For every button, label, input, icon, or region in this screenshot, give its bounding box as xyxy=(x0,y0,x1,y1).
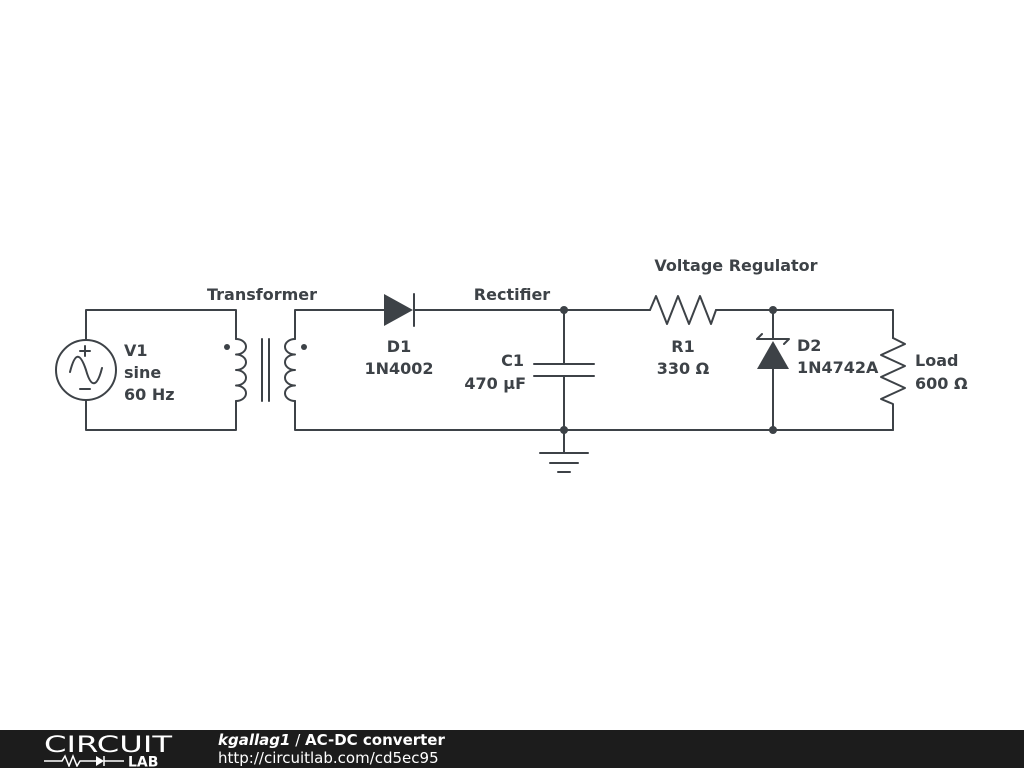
d2-part: 1N4742A xyxy=(797,358,879,377)
r1-name: R1 xyxy=(671,337,694,356)
v1-source[interactable] xyxy=(55,339,117,401)
primary-coil xyxy=(235,338,247,402)
logo-diode-triangle xyxy=(96,756,104,766)
d1-diode[interactable] xyxy=(384,293,415,327)
c1-value: 470 µF xyxy=(464,374,526,393)
v1-frequency: 60 Hz xyxy=(124,385,175,404)
circuit-title[interactable]: AC-DC converter xyxy=(305,731,445,749)
d2-name: D2 xyxy=(797,336,821,355)
wire-bottom-rail xyxy=(294,400,894,431)
d1-part: 1N4002 xyxy=(364,359,433,378)
load-name: Load xyxy=(915,351,958,370)
transformer[interactable] xyxy=(224,338,307,402)
primary-polarity-dot xyxy=(224,344,230,350)
d1-name: D1 xyxy=(387,337,411,356)
load-value: 600 Ω xyxy=(915,374,968,393)
author-link[interactable]: kgallag1 xyxy=(218,731,291,749)
c1-name: C1 xyxy=(501,351,524,370)
plus-icon xyxy=(79,345,91,357)
footer-title-line: kgallag1 / AC-DC converter xyxy=(218,731,445,749)
junction-dot xyxy=(560,306,568,314)
r1-resistor[interactable] xyxy=(649,295,717,325)
v1-type: sine xyxy=(124,363,161,382)
rectifier-label: Rectifier xyxy=(474,285,551,304)
load-resistor[interactable] xyxy=(880,337,906,431)
d2-zener-diode[interactable] xyxy=(756,309,790,431)
r1-value: 330 Ω xyxy=(657,359,710,378)
logo-text-top: CIRCUIT xyxy=(44,733,173,758)
ground-icon xyxy=(539,429,589,473)
resistor-diode-icon xyxy=(44,753,124,767)
secondary-coil xyxy=(284,338,296,402)
v1-name: V1 xyxy=(124,341,148,360)
transformer-label: Transformer xyxy=(207,285,317,304)
circuitlab-logo[interactable]: CIRCUIT LAB xyxy=(44,731,174,767)
logo-text-bottom: LAB xyxy=(128,755,158,768)
footer-bar: CIRCUIT LAB kgallag1 / AC-DC converter h… xyxy=(0,730,1024,768)
secondary-polarity-dot xyxy=(301,344,307,350)
voltage-regulator-label: Voltage Regulator xyxy=(654,256,817,275)
junction-dot xyxy=(769,306,777,314)
wire-source-loop xyxy=(85,309,237,431)
c1-capacitor[interactable] xyxy=(533,309,595,431)
junction-dot xyxy=(769,426,777,434)
circuit-url-link[interactable]: http://circuitlab.com/cd5ec95 xyxy=(218,749,439,767)
circuit-schematic: V1 sine 60 Hz Transformer D1 1N4002 Rect… xyxy=(55,256,968,473)
title-separator: / xyxy=(295,731,301,749)
